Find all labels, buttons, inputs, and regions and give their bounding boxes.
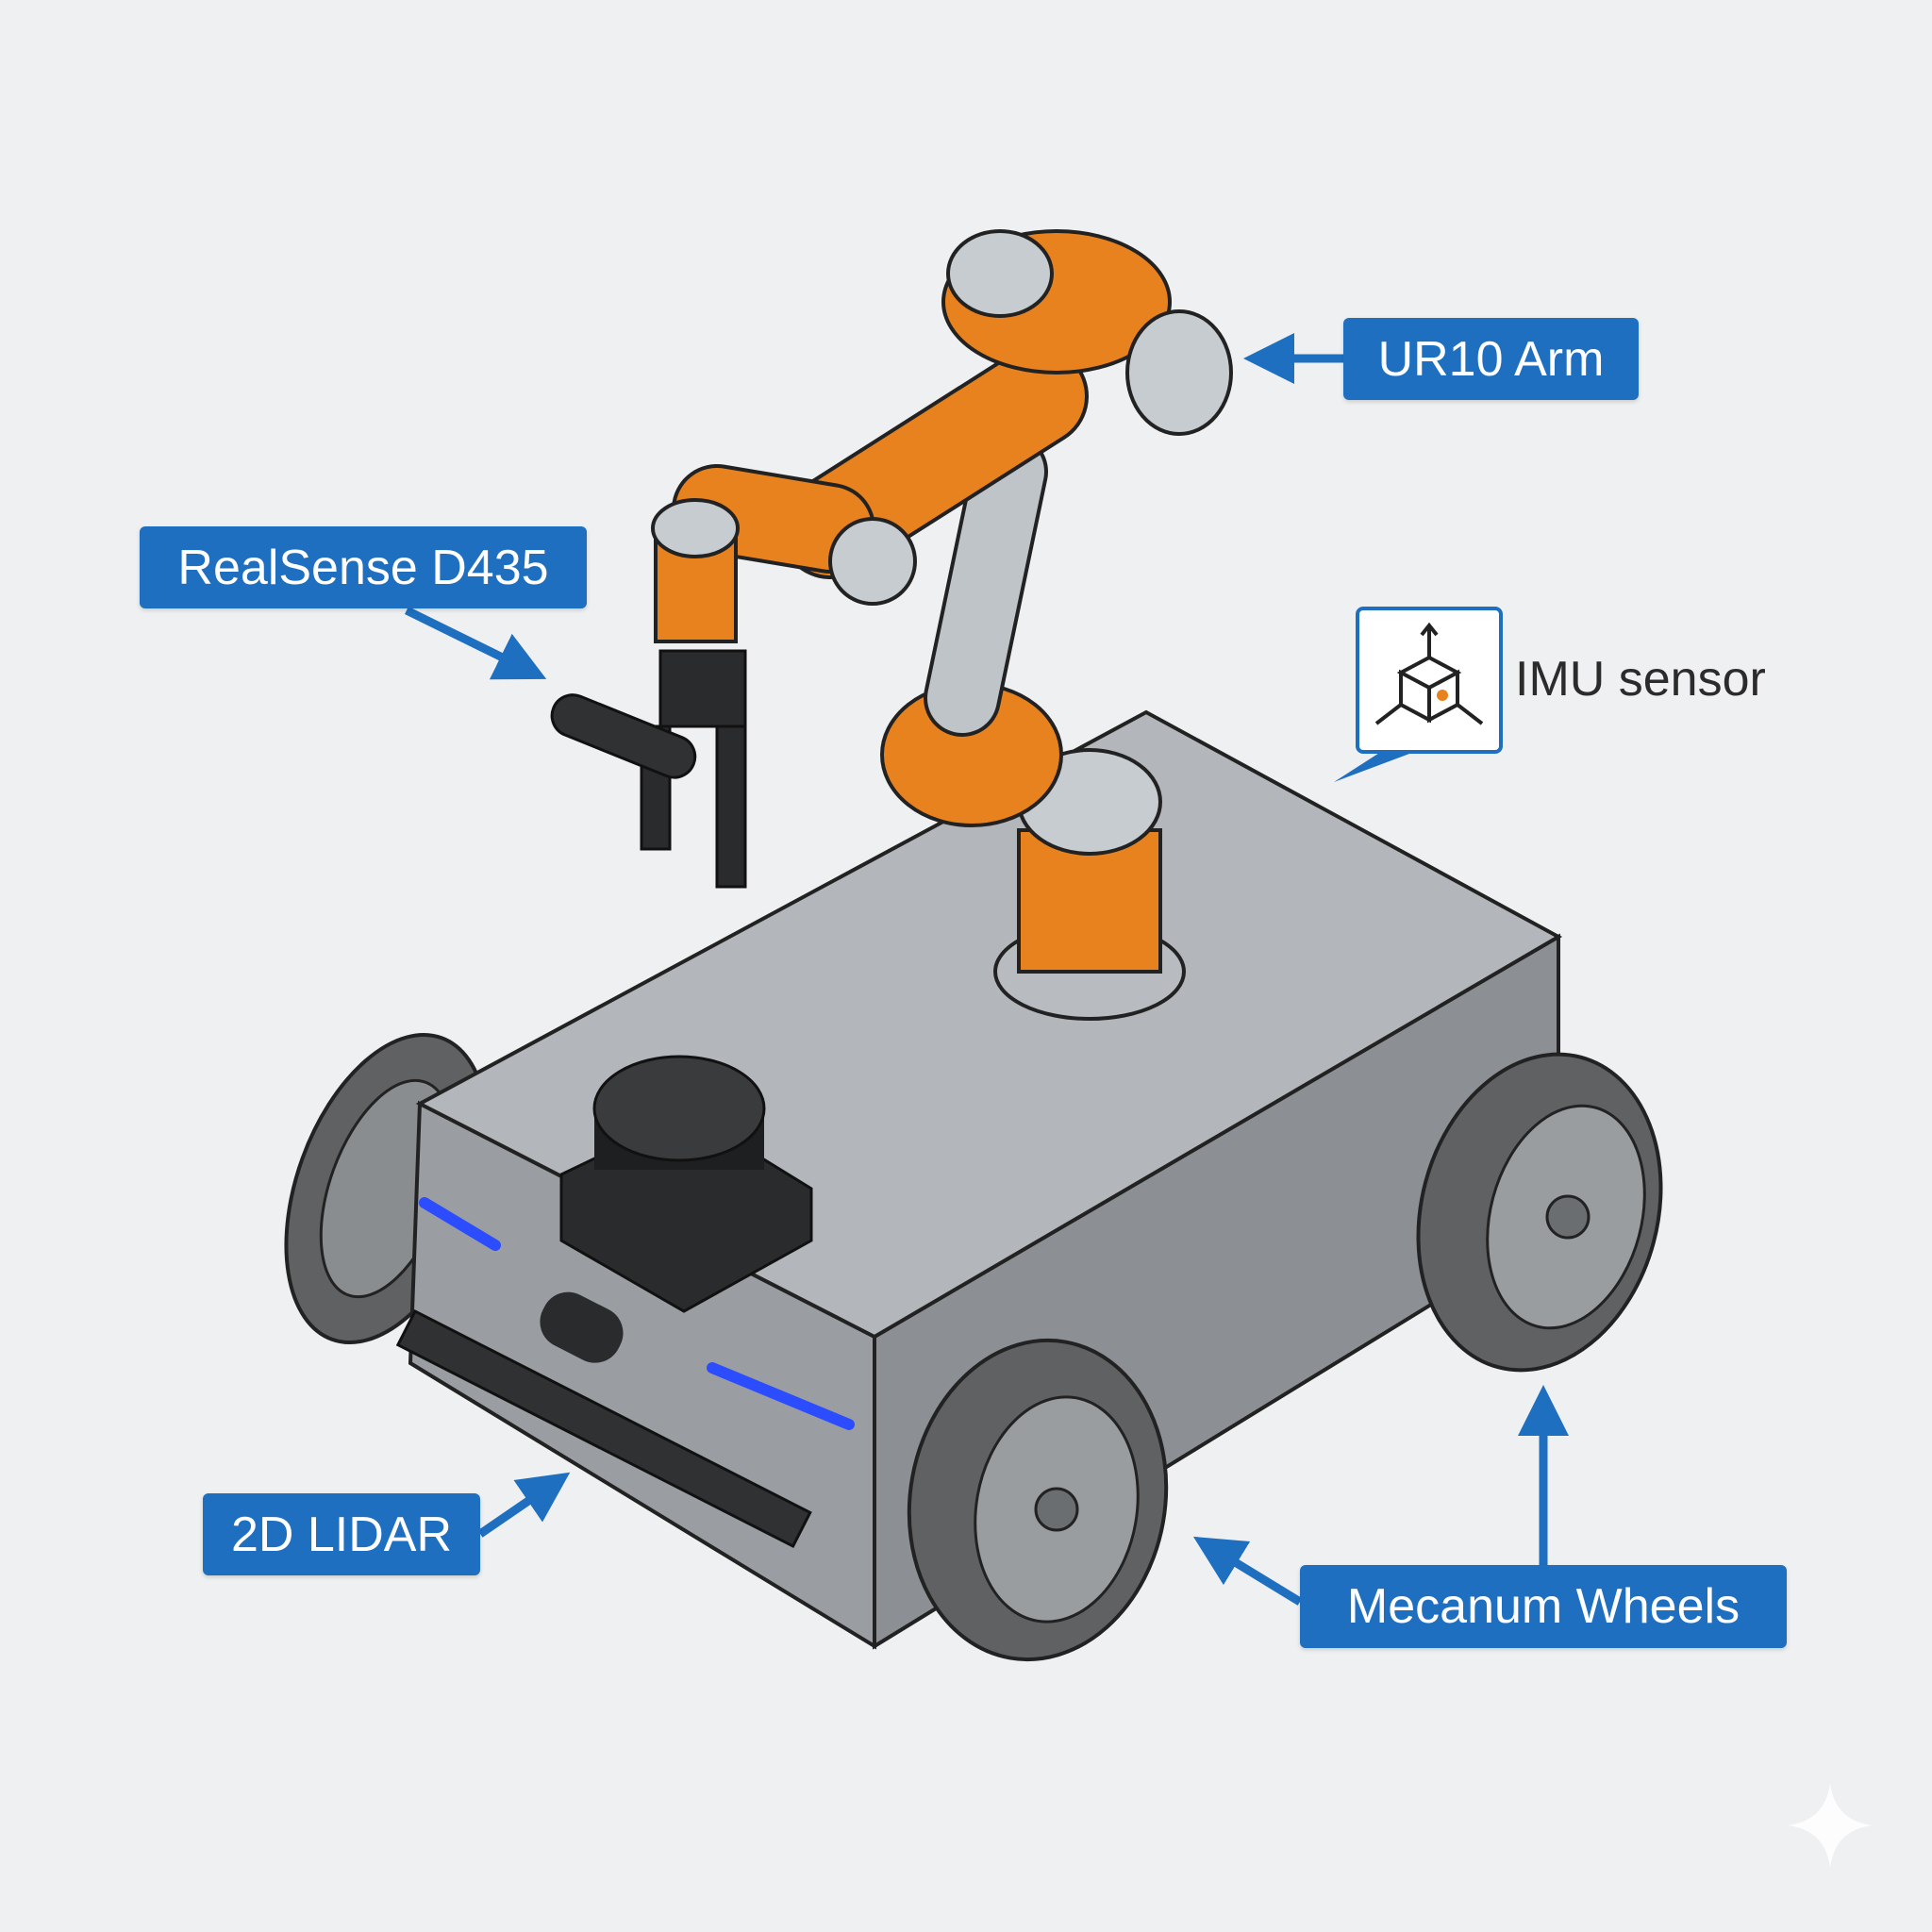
- led-strip-right: [707, 1362, 855, 1430]
- wheel-front-left: [907, 1338, 1169, 1662]
- cube-axes-icon: [1374, 622, 1484, 725]
- led-strip-left: [419, 1197, 501, 1251]
- realsense-camera: [550, 693, 697, 779]
- sparkle-icon: [1788, 1783, 1873, 1868]
- label-imu-sensor: IMU sensor: [1515, 652, 1766, 707]
- imu-icon-box: [1356, 607, 1503, 754]
- lidar-sensor: [559, 1055, 813, 1313]
- label-2d-lidar: 2D LIDAR: [203, 1493, 480, 1575]
- label-ur10-arm: UR10 Arm: [1343, 318, 1639, 400]
- camera-arrow: [405, 606, 547, 680]
- label-mecanum-wheels: Mecanum Wheels: [1300, 1565, 1787, 1648]
- label-realsense: RealSense D435: [140, 526, 587, 608]
- imu-callout-tail: [1334, 748, 1424, 782]
- wheel-front-right: [1416, 1052, 1663, 1373]
- ur10-arm: [651, 229, 1233, 1021]
- lidar-arrow: [477, 1472, 571, 1538]
- wheels-arrow-left: [1192, 1536, 1303, 1606]
